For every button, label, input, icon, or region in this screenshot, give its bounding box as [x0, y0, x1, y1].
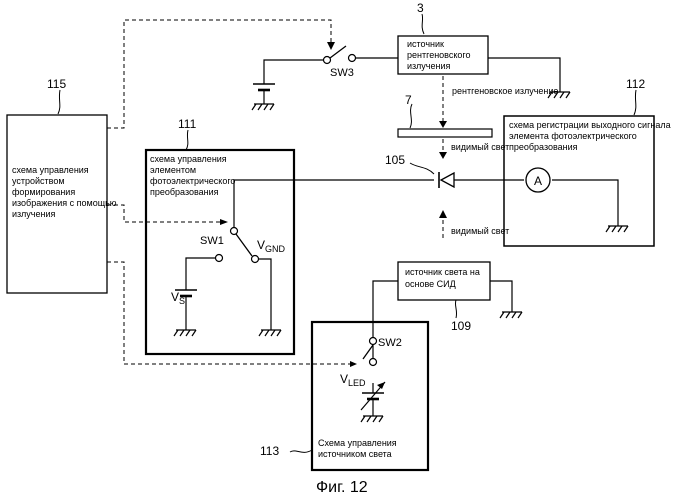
component-labels: SW3 SW1 SW2 VGND VS VLED A рентгеновское…	[171, 67, 558, 388]
svg-text:источник света на: источник света на	[405, 267, 480, 277]
block-115-text: схема управления устройством формировани…	[12, 165, 117, 219]
svg-text:изображения с помощью: изображения с помощью	[12, 198, 117, 208]
svg-text:схема управления: схема управления	[12, 165, 89, 175]
ref-111: 111	[178, 117, 197, 131]
svg-text:фотоэлектрического: фотоэлектрического	[150, 176, 235, 186]
ref-115: 115	[47, 77, 66, 91]
sw3-label: SW3	[330, 67, 354, 79]
svg-text:преобразования: преобразования	[150, 187, 219, 197]
svg-text:Схема управления: Схема управления	[318, 438, 397, 448]
vs-label: VS	[171, 290, 185, 306]
xray-radiation-label: рентгеновское излучение	[452, 86, 558, 96]
ref-7: 7	[405, 93, 412, 107]
arrowheads	[220, 42, 447, 367]
ammeter-label: A	[534, 174, 542, 188]
visible-light-label-2: видимый свет	[451, 226, 509, 236]
switch-sw2	[363, 338, 377, 366]
svg-text:элементом: элементом	[150, 165, 196, 175]
battery-sw3	[253, 84, 275, 104]
block-111-text: схема управления элементом фотоэлектриче…	[150, 154, 235, 197]
switch-sw3	[324, 46, 356, 64]
scintillator-7	[398, 129, 492, 137]
block-113-text: Схема управления источником света	[318, 438, 397, 459]
ref-112: 112	[626, 77, 645, 91]
vgnd-label: VGND	[257, 238, 286, 254]
vled-label: VLED	[340, 372, 366, 388]
svg-text:источник: источник	[407, 39, 444, 49]
block-3-text: источник рентгеновского излучения	[407, 39, 470, 71]
svg-text:основе СИД: основе СИД	[405, 279, 456, 289]
sw2-label: SW2	[378, 337, 402, 349]
svg-text:устройством: устройством	[12, 176, 65, 186]
ref-105: 105	[385, 153, 405, 167]
ref-3: 3	[417, 1, 424, 15]
svg-text:излучения: излучения	[407, 61, 450, 71]
leader-lines	[58, 14, 636, 452]
svg-text:схема управления: схема управления	[150, 154, 227, 164]
svg-text:источником света: источником света	[318, 449, 392, 459]
block-109-text: источник света на основе СИД	[405, 267, 480, 289]
ref-113: 113	[260, 444, 279, 458]
block-112-text: схема регистрации выходного сигнала элем…	[509, 120, 671, 152]
photodiode-105	[439, 172, 454, 188]
svg-text:излучения: излучения	[12, 209, 55, 219]
svg-text:рентгеновского: рентгеновского	[407, 50, 470, 60]
svg-text:элемента фотоэлектрического: элемента фотоэлектрического	[509, 131, 637, 141]
svg-text:преобразования: преобразования	[509, 142, 578, 152]
svg-text:схема регистрации выходного си: схема регистрации выходного сигнала	[509, 120, 671, 130]
visible-light-label-1: видимый свет	[451, 142, 509, 152]
svg-text:формирования: формирования	[12, 187, 75, 197]
ref-109: 109	[451, 319, 471, 333]
figure-caption: Фиг. 12	[316, 479, 368, 496]
wires	[186, 58, 618, 393]
sw1-label: SW1	[200, 235, 224, 247]
